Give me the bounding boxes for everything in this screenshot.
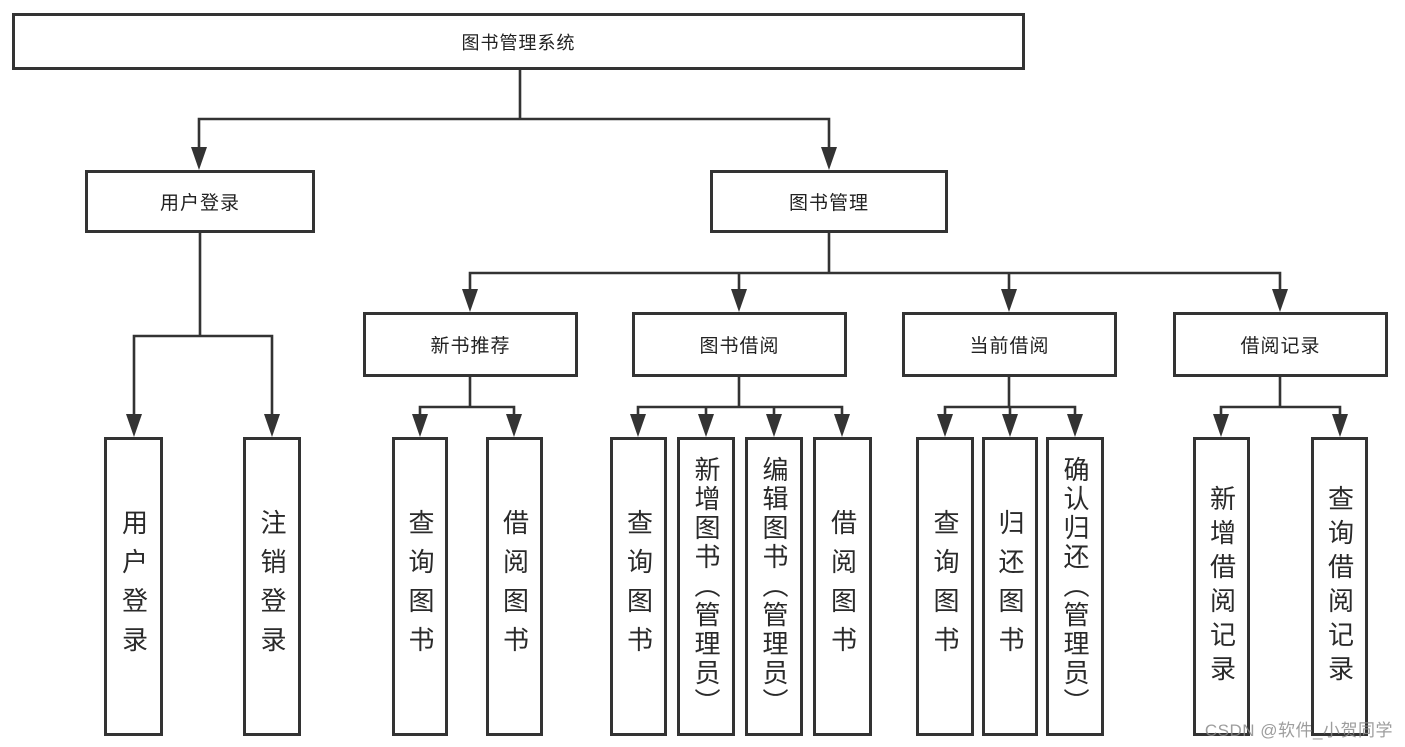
leaf-query-borrow-record: 查询借阅记录 <box>1311 437 1368 736</box>
arrowhead-icon <box>1272 289 1288 312</box>
arrowhead-icon <box>1213 414 1229 437</box>
node-label: 借阅图书 <box>827 508 858 665</box>
node-label: 用户登录 <box>159 193 240 214</box>
node-section-new-book-recommend: 新书推荐 <box>363 312 578 377</box>
node-root: 图书管理系统 <box>12 13 1025 70</box>
arrowhead-icon <box>834 414 850 437</box>
arrowhead-icon <box>1067 414 1083 437</box>
arrowhead-icon <box>937 414 953 437</box>
node-label: 新书推荐 <box>430 336 511 357</box>
arrowhead-icon <box>462 289 478 312</box>
node-book-management: 图书管理 <box>710 170 948 233</box>
node-section-book-borrow: 图书借阅 <box>632 312 847 377</box>
leaf-add-borrow-record: 新增借阅记录 <box>1193 437 1250 736</box>
node-label: 用户登录 <box>118 508 149 665</box>
arrowhead-icon <box>191 147 207 170</box>
arrowhead-icon <box>1001 289 1017 312</box>
leaf-logout: 注销登录 <box>243 437 301 736</box>
node-label: 新增借阅记录 <box>1206 484 1237 689</box>
leaf-user-login: 用户登录 <box>104 437 163 736</box>
node-user-login: 用户登录 <box>85 170 315 233</box>
node-label: 归还图书 <box>995 508 1025 665</box>
leaf-return-book: 归还图书 <box>982 437 1038 736</box>
node-label: 查询借阅记录 <box>1324 484 1355 689</box>
arrowhead-icon <box>766 414 782 437</box>
leaf-query-books-recommend: 查询图书 <box>392 437 448 736</box>
node-label: 图书管理系统 <box>461 32 576 53</box>
node-label: 编辑图书（管理员） <box>759 456 789 717</box>
arrowhead-icon <box>1002 414 1018 437</box>
arrowhead-icon <box>412 414 428 437</box>
node-label: 新增图书（管理员） <box>691 456 721 717</box>
node-label: 查询图书 <box>930 508 960 665</box>
arrowhead-icon <box>821 147 837 170</box>
node-label: 确认归还（管理员） <box>1060 456 1090 717</box>
leaf-edit-book-admin: 编辑图书（管理员） <box>745 437 803 736</box>
leaf-query-books-borrow: 查询图书 <box>610 437 667 736</box>
leaf-borrow-books-recommend: 借阅图书 <box>486 437 543 736</box>
node-section-current-borrow: 当前借阅 <box>902 312 1117 377</box>
node-label: 图书借阅 <box>699 336 780 357</box>
node-label: 当前借阅 <box>969 336 1050 357</box>
arrowhead-icon <box>506 414 522 437</box>
csdn-watermark: CSDN @软件_小贺同学 <box>1204 721 1393 740</box>
node-label: 查询图书 <box>405 508 435 665</box>
arrowhead-icon <box>731 289 747 312</box>
arrowhead-icon <box>126 414 142 437</box>
leaf-borrow-books: 借阅图书 <box>813 437 872 736</box>
leaf-query-books-current: 查询图书 <box>916 437 974 736</box>
arrowhead-icon <box>264 414 280 437</box>
node-label: 图书管理 <box>788 193 869 214</box>
arrowhead-icon <box>698 414 714 437</box>
node-section-borrow-records: 借阅记录 <box>1173 312 1388 377</box>
arrowhead-icon <box>1332 414 1348 437</box>
arrowhead-icon <box>630 414 646 437</box>
node-label: 借阅图书 <box>499 508 530 665</box>
node-label: 注销登录 <box>257 508 287 665</box>
node-label: 查询图书 <box>623 508 654 665</box>
leaf-confirm-return-admin: 确认归还（管理员） <box>1046 437 1104 736</box>
node-label: 借阅记录 <box>1240 336 1321 357</box>
leaf-add-book-admin: 新增图书（管理员） <box>677 437 735 736</box>
